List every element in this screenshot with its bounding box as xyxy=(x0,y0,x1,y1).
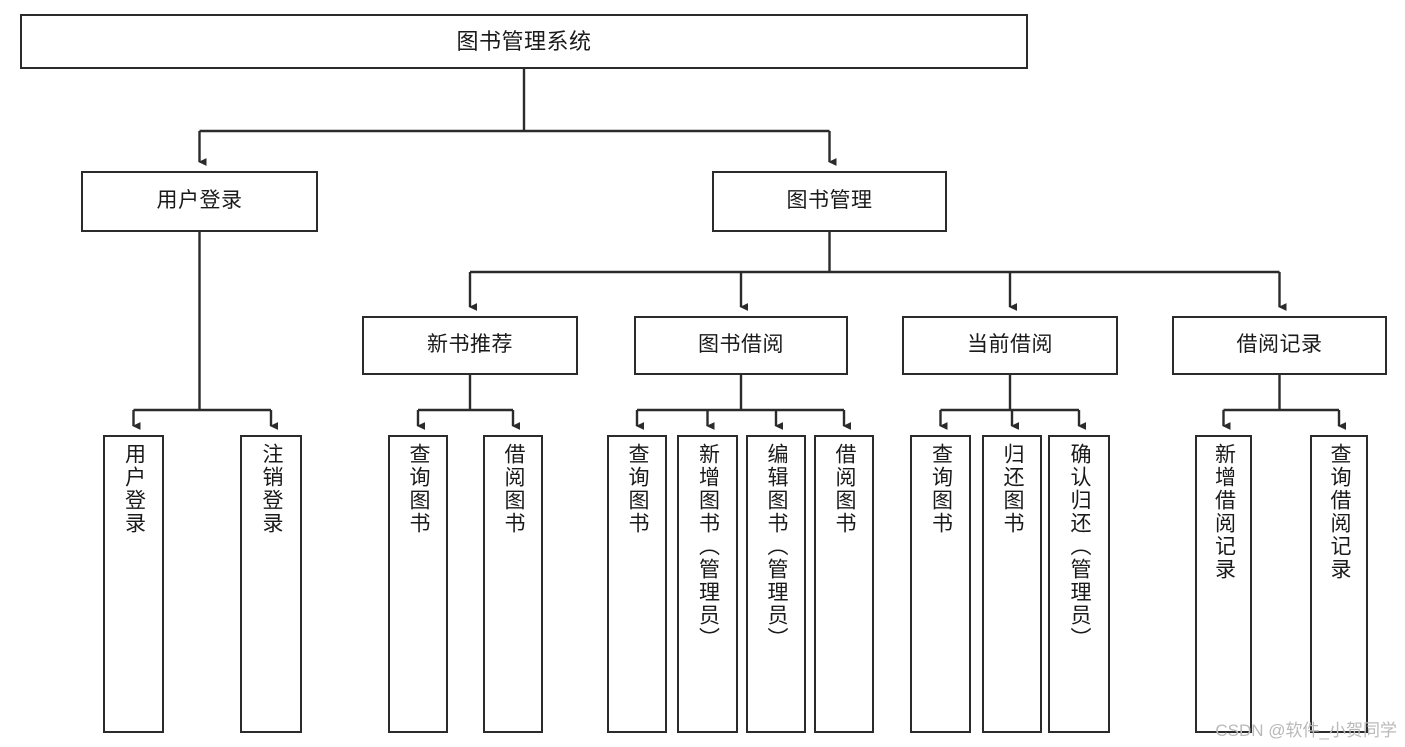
node-leaf-query-book-2[interactable]: 查询图书 xyxy=(607,435,667,733)
csdn-watermark: CSDN @软件_小贺同学 xyxy=(1215,721,1397,740)
node-leaf-query-book-3[interactable]: 查询图书 xyxy=(910,435,971,733)
node-label: 图书管理 xyxy=(786,189,873,213)
node-label: 编辑图书（管理员） xyxy=(765,443,789,650)
node-label: 查询图书 xyxy=(407,443,431,535)
node-label: 归还图书 xyxy=(1001,443,1025,535)
node-leaf-user-login[interactable]: 用户登录 xyxy=(103,435,164,733)
node-label: 新增借阅记录 xyxy=(1212,443,1236,581)
node-leaf-logout[interactable]: 注销登录 xyxy=(240,435,302,733)
node-label: 借阅记录 xyxy=(1236,333,1323,357)
node-label: 注销登录 xyxy=(260,443,284,535)
node-label: 用户登录 xyxy=(156,189,243,213)
node-label: 用户登录 xyxy=(122,443,146,535)
node-root[interactable]: 图书管理系统 xyxy=(20,14,1028,69)
node-user-login[interactable]: 用户登录 xyxy=(81,171,318,232)
node-leaf-query-book-1[interactable]: 查询图书 xyxy=(388,435,448,733)
node-leaf-borrow-book-2[interactable]: 借阅图书 xyxy=(814,435,874,733)
node-leaf-add-record[interactable]: 新增借阅记录 xyxy=(1195,435,1252,733)
node-label: 新增图书（管理员） xyxy=(696,443,720,650)
node-leaf-query-record[interactable]: 查询借阅记录 xyxy=(1310,435,1368,733)
node-new-book-rec[interactable]: 新书推荐 xyxy=(362,316,578,375)
node-label: 查询借阅记录 xyxy=(1328,443,1352,581)
node-leaf-return-book[interactable]: 归还图书 xyxy=(982,435,1042,733)
node-label: 借阅图书 xyxy=(833,443,857,535)
node-label: 图书管理系统 xyxy=(456,28,592,54)
node-book-manage[interactable]: 图书管理 xyxy=(712,171,947,232)
node-leaf-add-book[interactable]: 新增图书（管理员） xyxy=(677,435,738,733)
node-leaf-edit-book[interactable]: 编辑图书（管理员） xyxy=(746,435,806,733)
node-borrow-record[interactable]: 借阅记录 xyxy=(1172,316,1387,375)
node-label: 查询图书 xyxy=(929,443,953,535)
node-leaf-borrow-book-1[interactable]: 借阅图书 xyxy=(483,435,543,733)
node-label: 当前借阅 xyxy=(967,333,1053,357)
node-book-borrow[interactable]: 图书借阅 xyxy=(634,316,848,375)
node-current-borrow[interactable]: 当前借阅 xyxy=(902,316,1118,375)
node-label: 确认归还（管理员） xyxy=(1068,443,1092,650)
node-label: 图书借阅 xyxy=(698,333,784,357)
node-label: 借阅图书 xyxy=(502,443,526,535)
node-label: 查询图书 xyxy=(626,443,650,535)
node-leaf-confirm-return[interactable]: 确认归还（管理员） xyxy=(1048,435,1110,733)
node-label: 新书推荐 xyxy=(427,333,513,357)
